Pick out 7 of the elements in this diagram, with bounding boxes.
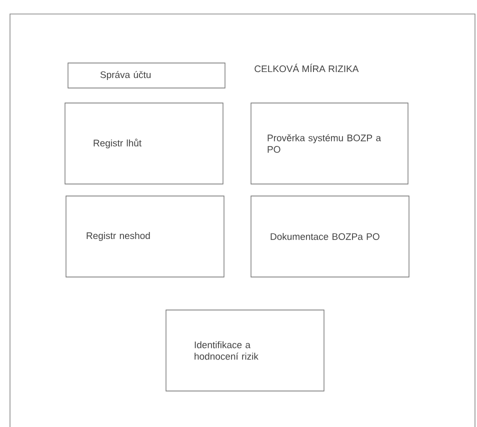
text-box: Správa účtu xyxy=(68,62,226,88)
text-box: Registr lhůt xyxy=(64,102,224,184)
text-box: Dokumentace BOZPa PO xyxy=(250,196,410,278)
heading-text: CELKOVÁ MÍRA RIZIKA xyxy=(254,64,359,72)
text-box: Identifikace a hodnocení rizik xyxy=(166,310,324,392)
text-box: Prověrka systému BOZP a PO xyxy=(250,102,408,184)
text-box: Registr neshod xyxy=(66,196,224,278)
